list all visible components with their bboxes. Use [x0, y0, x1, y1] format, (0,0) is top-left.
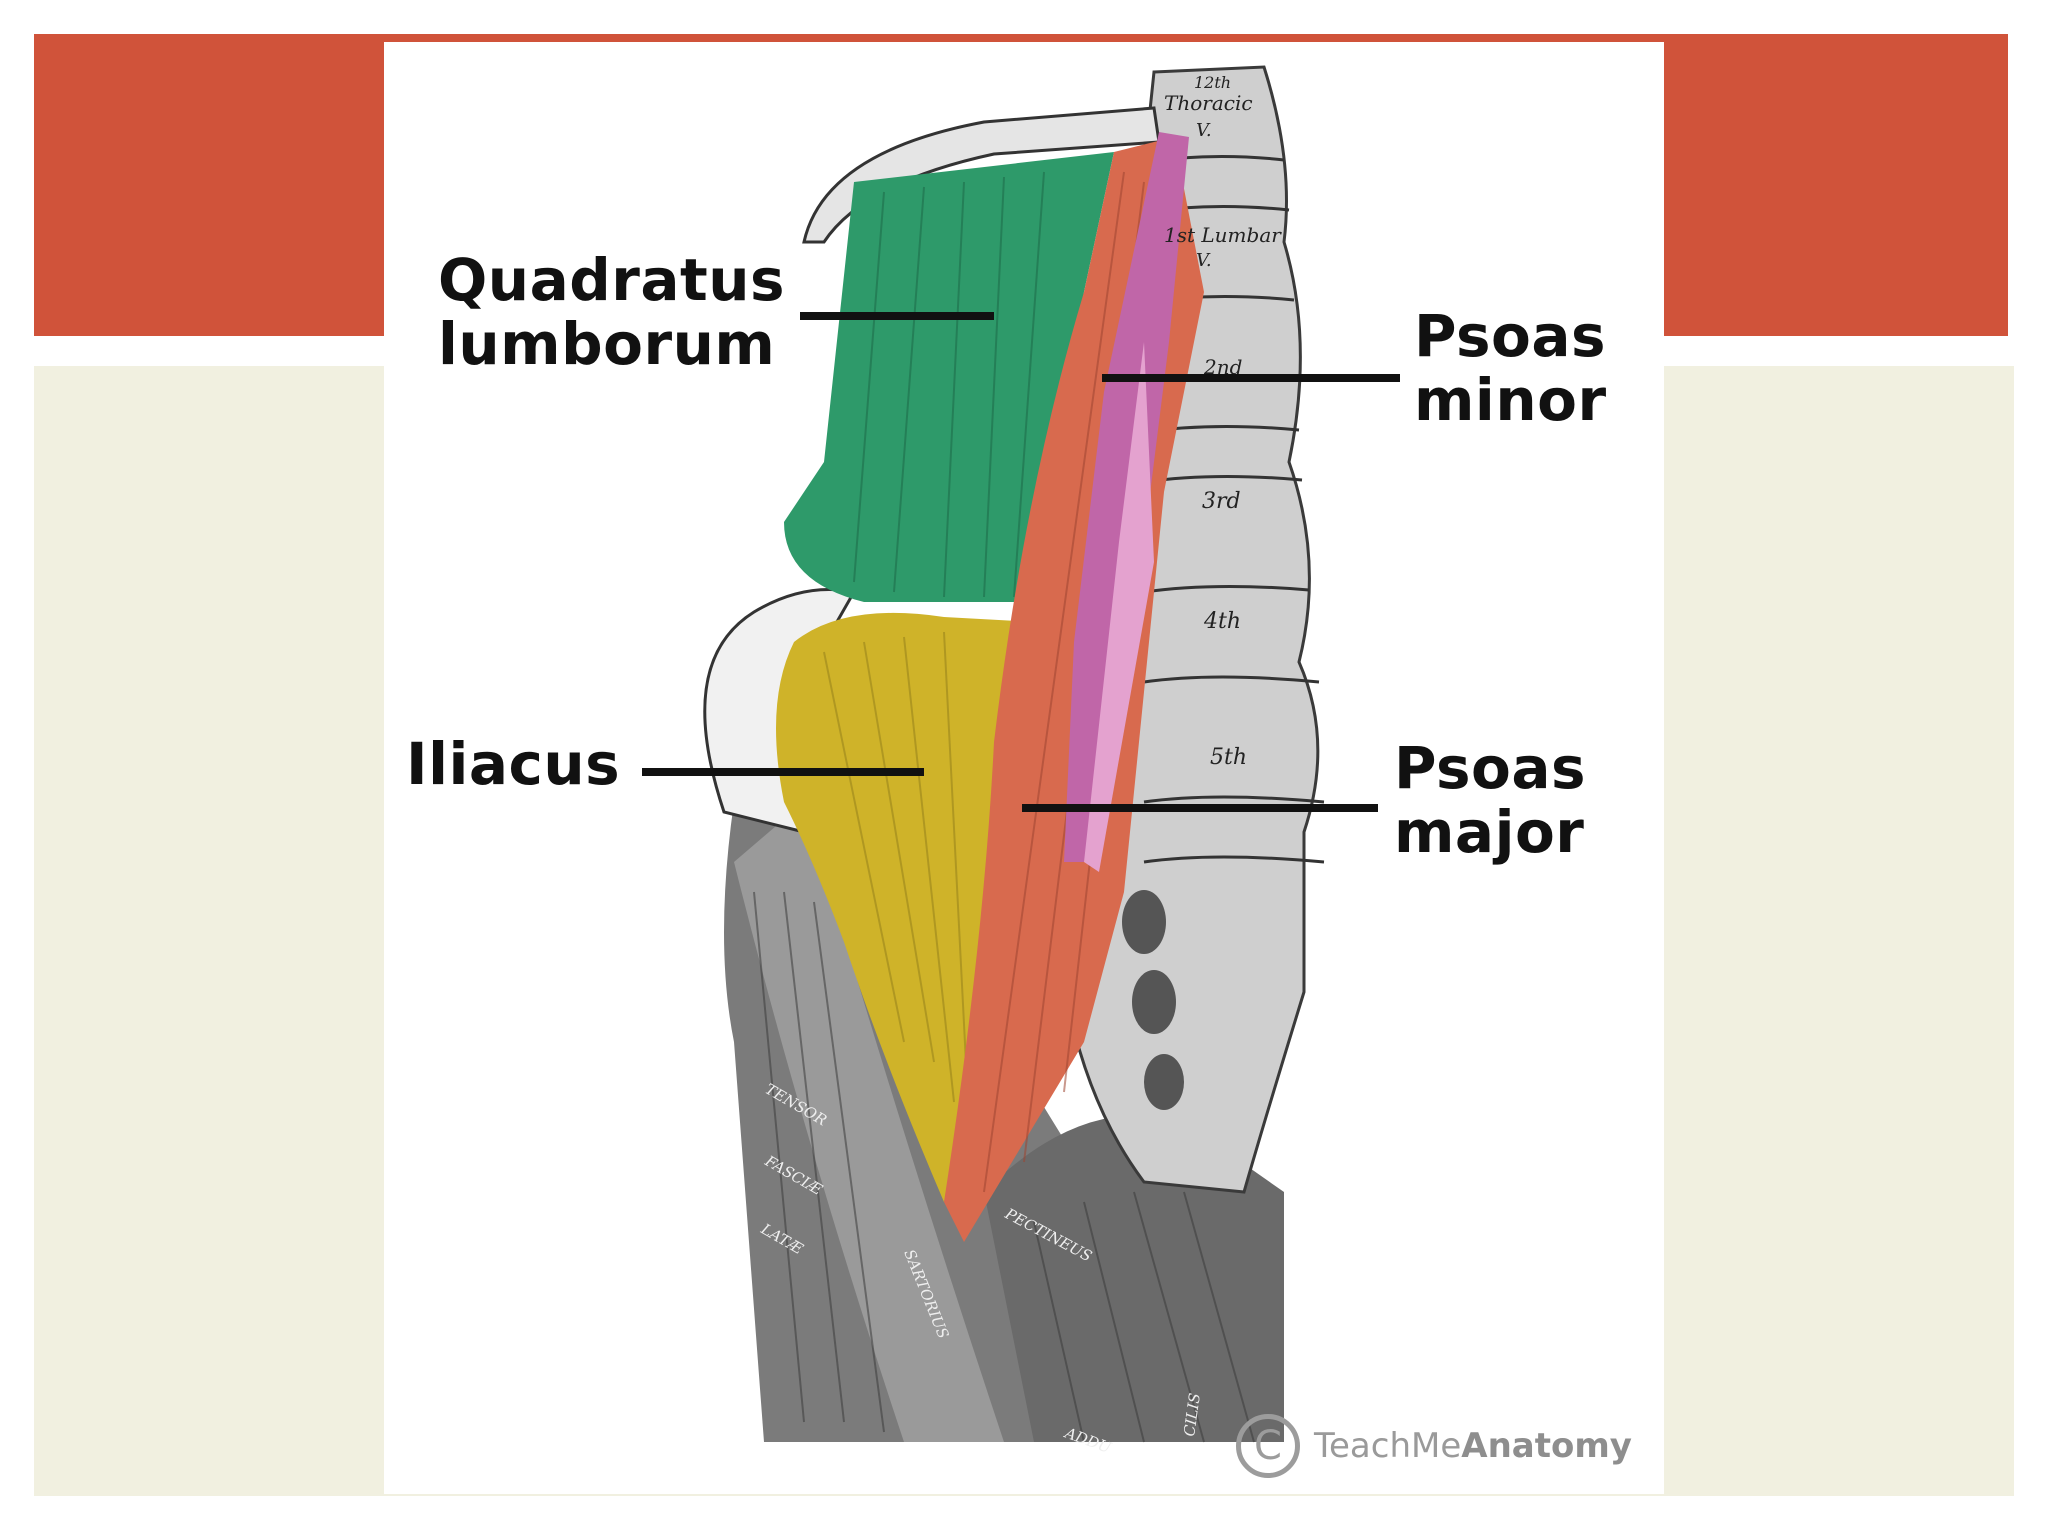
psoas-minor-tendon: [1084, 342, 1154, 872]
iliacus-label: Iliacus: [406, 730, 621, 798]
psoas-major-label-line1: Psoas: [1394, 734, 1587, 802]
watermark-brand-light: TeachMe: [1314, 1426, 1462, 1466]
gracilis-label: CILIS: [1180, 1392, 1204, 1438]
t12-label-c: V.: [1196, 120, 1212, 141]
vertebra-labels: 12th Thoracic V. 1st Lumbar V. 2nd 3rd 4…: [1164, 73, 1282, 770]
teachmeanatomy-watermark: C TeachMeAnatomy: [1236, 1414, 1632, 1478]
psoas-major-label-line2: major: [1394, 798, 1585, 866]
psoas-minor-label-line2: minor: [1414, 366, 1607, 434]
quadratus-lumborum-label: Quadratus lumborum: [438, 246, 786, 378]
sartorius-band: [734, 802, 1004, 1442]
copyright-icon: C: [1236, 1414, 1300, 1478]
t12-label-b: Thoracic: [1164, 91, 1253, 115]
quadratus-fibers: [853, 171, 1045, 598]
l2-label: 2nd: [1203, 355, 1242, 379]
hatching: [753, 891, 1255, 1443]
quadratus-label-line1: Quadratus: [438, 246, 786, 314]
l1-label-a: 1st Lumbar: [1164, 223, 1282, 247]
muscle-illustration: 12th Thoracic V. 1st Lumbar V. 2nd 3rd 4…: [642, 65, 1400, 1457]
quadratus-label-line2: lumborum: [438, 310, 776, 378]
l3-label: 3rd: [1202, 489, 1241, 514]
anatomy-figure: 12th Thoracic V. 1st Lumbar V. 2nd 3rd 4…: [384, 42, 1664, 1494]
t12-label-a: 12th: [1194, 73, 1231, 92]
psoas-major-label: Psoas major: [1394, 736, 1586, 864]
l5-label: 5th: [1210, 745, 1247, 770]
l4-label: 4th: [1203, 609, 1241, 634]
pectineus-region: [984, 1115, 1284, 1442]
l1-label-b: V.: [1196, 250, 1212, 271]
pointer-lines: [642, 312, 1400, 812]
sacral-foramina: [1122, 890, 1184, 1110]
psoas-minor-label-line1: Psoas: [1414, 302, 1607, 370]
iliacus-fibers: [823, 631, 970, 1123]
quadratus-lumborum-muscle: [784, 152, 1114, 602]
psoas-minor-label: Psoas minor: [1414, 304, 1607, 432]
watermark-text: TeachMeAnatomy: [1314, 1426, 1632, 1466]
watermark-brand-bold: Anatomy: [1461, 1426, 1632, 1466]
